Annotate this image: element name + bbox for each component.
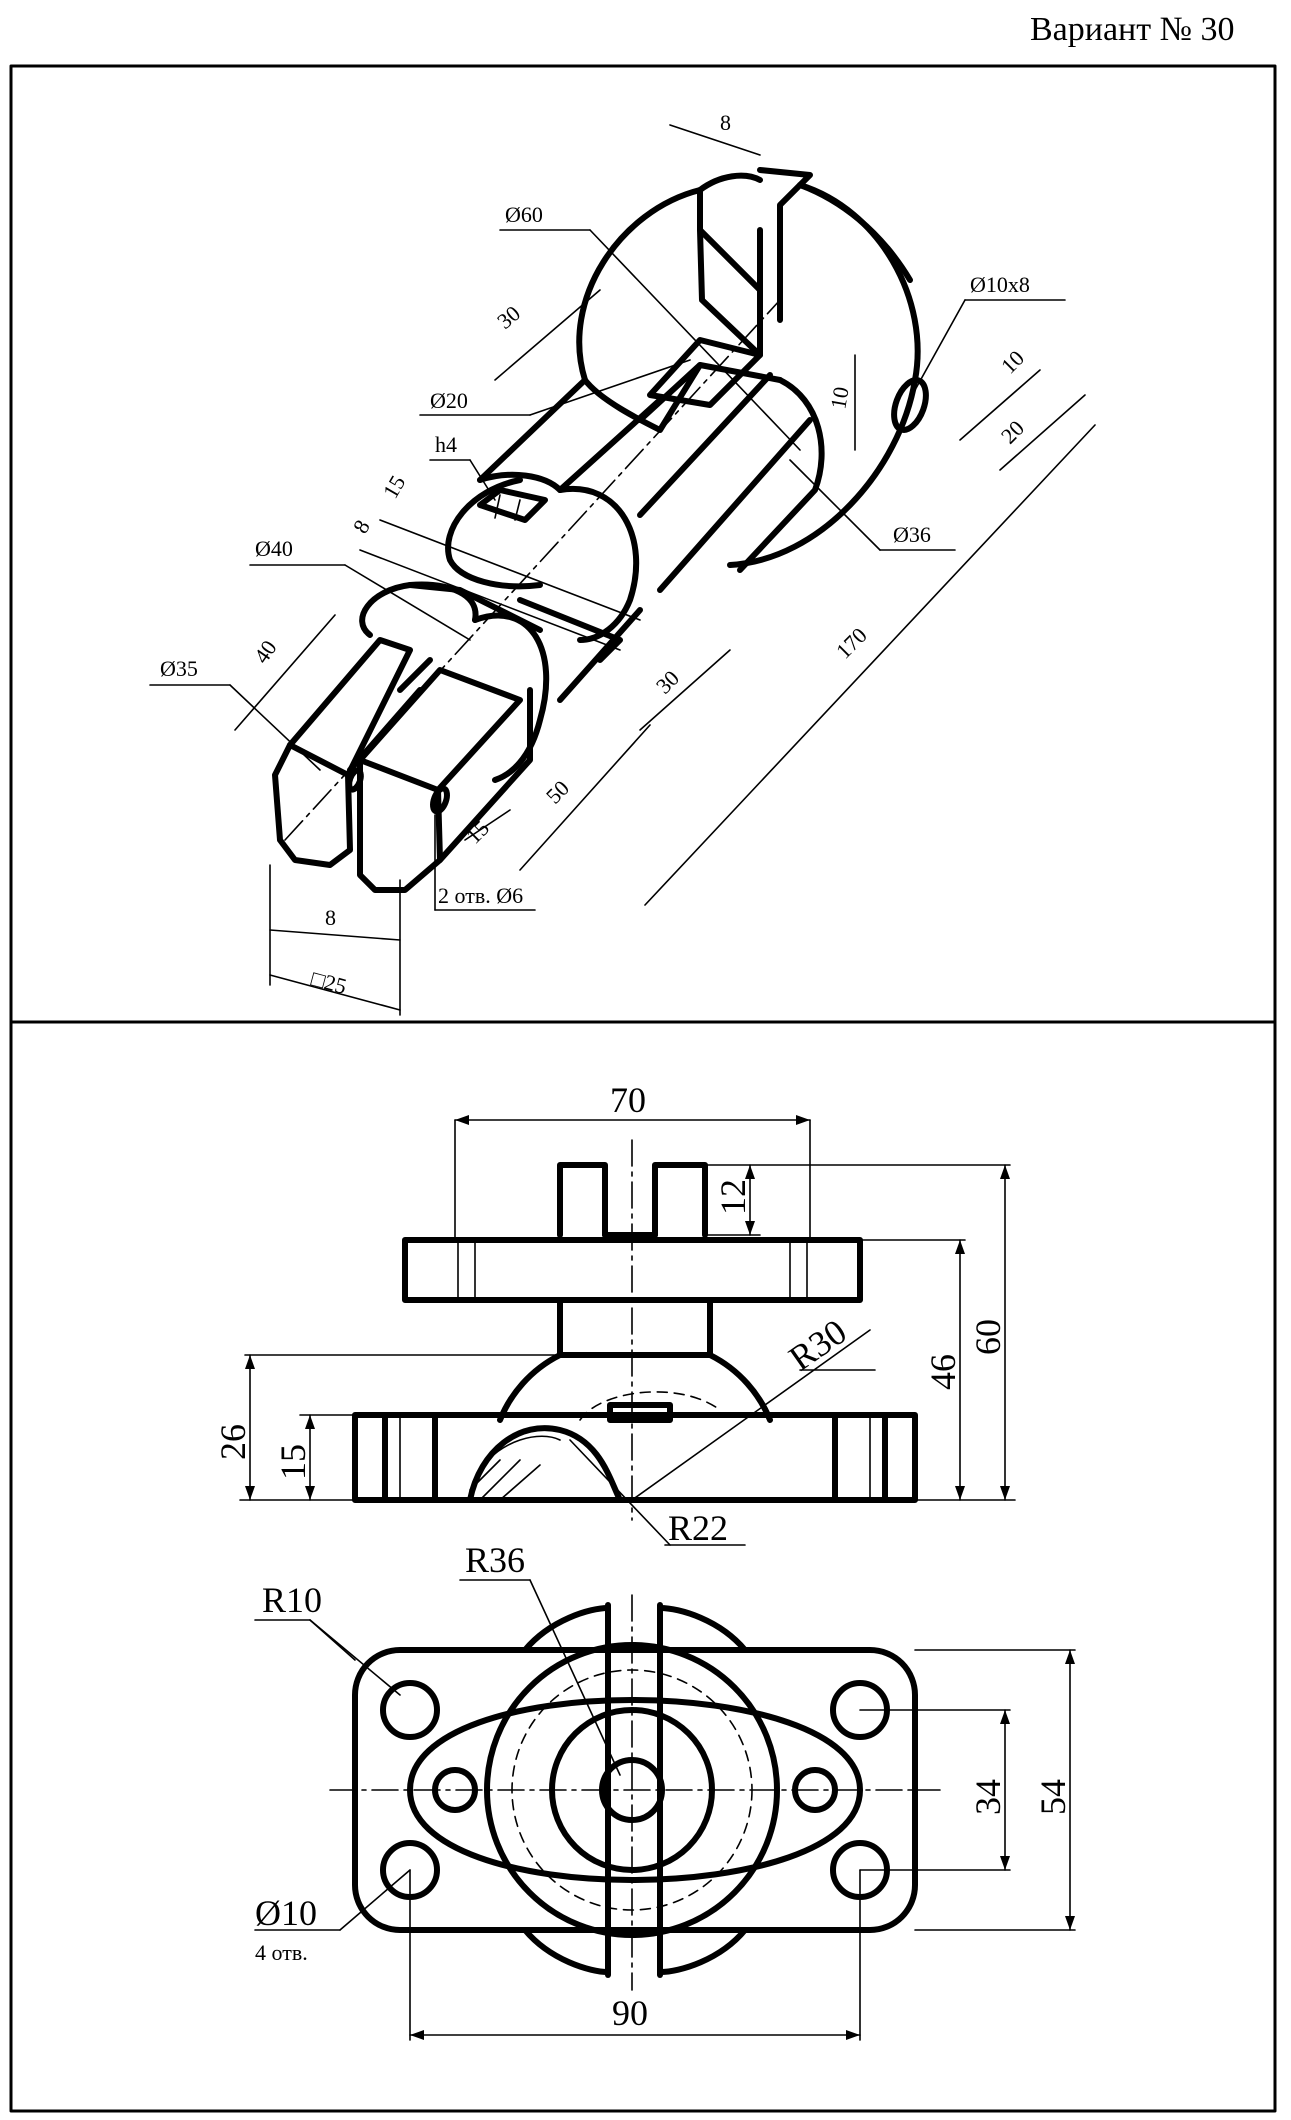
dim-iso-30-top: 30	[492, 301, 525, 334]
dim-top-r36: R36	[465, 1540, 525, 1580]
dim-top-54: 54	[1033, 1779, 1073, 1815]
dim-iso-d36: Ø36	[893, 522, 931, 547]
dim-front-12: 12	[713, 1179, 753, 1215]
dim-iso-10-b: 10	[996, 345, 1029, 378]
dim-iso-40: 40	[249, 636, 282, 668]
dim-iso-8-top: 8	[720, 110, 731, 135]
dim-iso-d20: Ø20	[430, 388, 468, 413]
dim-iso-holes: 2 отв. Ø6	[438, 883, 523, 908]
dim-iso-sq25: □25	[309, 966, 350, 999]
dim-front-26: 26	[213, 1424, 253, 1460]
dim-front-15: 15	[273, 1444, 313, 1480]
dim-front-46: 46	[923, 1354, 963, 1390]
dim-front-70: 70	[610, 1080, 646, 1120]
dim-front-r30: R30	[782, 1311, 854, 1378]
isometric-view: 8 Ø60 30 Ø20 h4 15 8 Ø40	[149, 110, 1096, 1016]
dim-iso-8-b: 8	[348, 515, 375, 537]
dim-iso-10-a: 10	[825, 385, 853, 411]
dim-iso-h4: h4	[435, 432, 457, 457]
dim-top-r10: R10	[262, 1580, 322, 1620]
dim-iso-d40: Ø40	[255, 536, 293, 561]
dim-top-34: 34	[968, 1779, 1008, 1815]
dim-iso-8-c: 8	[325, 905, 336, 930]
dim-iso-20: 20	[996, 415, 1029, 448]
dim-iso-15-b: 15	[461, 815, 494, 848]
front-view: 70 12 60 46 26 15 R30 R22	[213, 1080, 1016, 1548]
dim-top-90: 90	[612, 1993, 648, 2033]
dim-iso-d60: Ø60	[505, 202, 543, 227]
top-view: R10 R36 34 54 Ø10 4 отв. 90	[254, 1540, 1076, 2041]
dim-top-holes4: 4 отв.	[255, 1940, 308, 1965]
dim-top-d10: Ø10	[255, 1893, 317, 1933]
sheet-frame	[9, 64, 1277, 2113]
dim-iso-d35: Ø35	[160, 656, 198, 681]
arrowheads	[245, 1115, 1075, 2040]
iso-body	[272, 167, 929, 893]
iso-dimensions: 8 Ø60 30 Ø20 h4 15 8 Ø40	[149, 110, 1096, 1016]
dim-iso-50: 50	[541, 775, 574, 808]
dim-front-60: 60	[968, 1319, 1008, 1355]
dim-front-r22: R22	[668, 1508, 728, 1548]
variant-title: Вариант № 30	[1030, 11, 1235, 48]
dim-iso-30-b: 30	[651, 665, 684, 698]
dim-iso-15-a: 15	[378, 471, 411, 503]
dim-iso-d10x8: Ø10x8	[970, 272, 1030, 297]
dim-iso-170: 170	[831, 623, 872, 664]
